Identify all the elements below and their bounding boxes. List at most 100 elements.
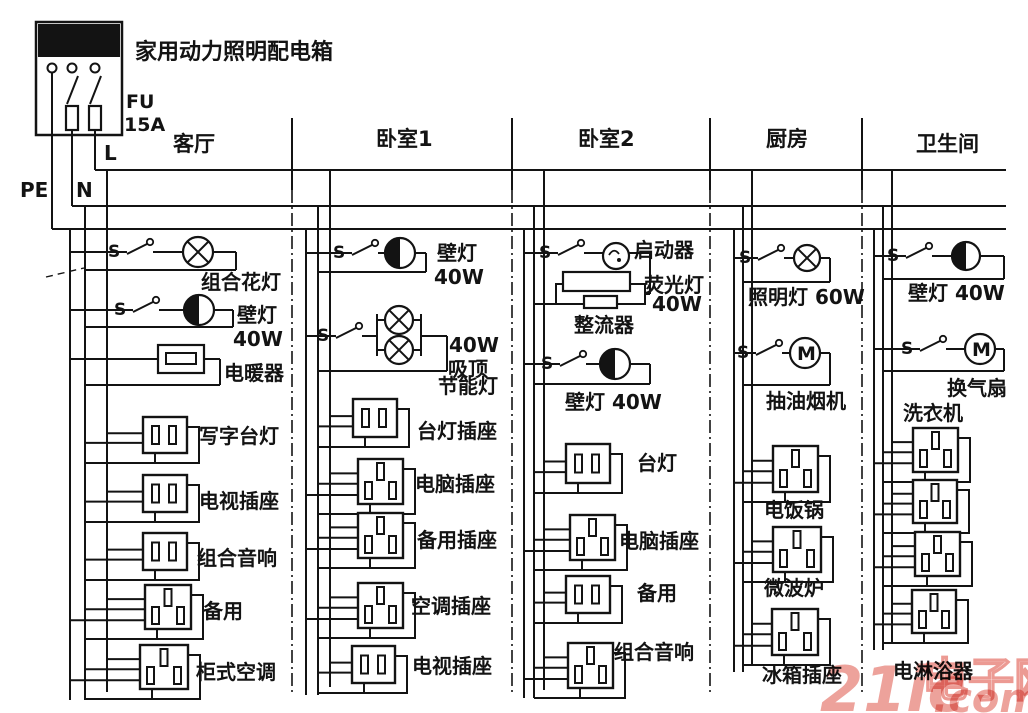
device-label: 40W	[652, 292, 702, 316]
socket-pin	[941, 610, 950, 629]
lamp-cross	[186, 240, 210, 264]
socket-pin	[918, 610, 927, 629]
switch-pivot	[924, 241, 934, 251]
device-label: 电视插座	[199, 489, 279, 513]
switch-blade	[126, 243, 148, 255]
socket-pin	[933, 535, 942, 554]
socket-pin	[792, 530, 802, 549]
device-socket3: 微波炉	[734, 525, 834, 600]
switch-pivot	[354, 321, 364, 331]
device-socket2: 台灯插座	[318, 397, 497, 448]
socket-pin	[598, 665, 607, 684]
socket-3pin-icon	[874, 426, 971, 483]
socket-pin	[942, 500, 951, 519]
device-label: 备用	[202, 599, 243, 623]
device-socket2: 台灯	[534, 442, 677, 494]
device-socket3: 柜式空调	[70, 643, 276, 700]
bus-lines	[52, 169, 1006, 230]
switch-blade	[919, 340, 941, 352]
device-label: 组合花灯	[201, 270, 281, 294]
motor-icon: M	[963, 332, 997, 366]
device-socket3: 电脑插座	[306, 457, 495, 515]
device-label: 台灯	[637, 451, 677, 475]
lamp-cross	[388, 339, 410, 361]
switch-pivot	[145, 237, 155, 247]
room-header: 厨房	[766, 127, 808, 151]
socket-pin	[790, 612, 800, 631]
socket-3pin-icon	[524, 513, 628, 571]
device-label: 整流器	[573, 313, 635, 337]
socket-pin	[176, 606, 185, 625]
switch-pivot	[776, 243, 786, 253]
switch-s-label: S	[541, 354, 553, 374]
socket-box	[141, 531, 189, 572]
switch-pivot	[370, 238, 380, 248]
socket-pin	[168, 541, 177, 562]
device-label: 启动器	[634, 238, 695, 262]
starter-icon	[601, 241, 631, 271]
socket-2pin-icon	[318, 644, 408, 694]
device-label: 组合音响	[197, 546, 277, 570]
wall-lamp-half-fill	[600, 349, 615, 379]
socket-pin	[921, 553, 930, 572]
device-label: 电视插座	[412, 654, 492, 678]
panel-title: 家用动力照明配电箱	[135, 39, 333, 65]
device-label: 组合音响	[614, 640, 694, 664]
lamp-cross	[797, 248, 817, 268]
fuse-label: FU	[126, 91, 154, 113]
device-label: 写字台灯	[199, 424, 279, 448]
device-socket3	[874, 478, 970, 534]
device-socket3: 空调插座	[306, 581, 491, 639]
device-label: 壁灯	[237, 303, 277, 327]
device-label: 电脑插座	[415, 472, 495, 496]
heater-element	[165, 352, 197, 365]
device-label: 备用插座	[416, 528, 497, 552]
socket-2pin-icon	[85, 473, 200, 523]
socket-3pin-icon	[524, 641, 626, 699]
switch-s-label: S	[739, 248, 751, 268]
knife-blade-icon	[66, 75, 79, 105]
socket-pin	[163, 588, 173, 607]
device-socket2: 备用	[534, 574, 677, 624]
wall-lamp-half-fill	[385, 238, 400, 268]
switch-icon: S	[317, 321, 364, 346]
socket-pin	[945, 553, 954, 572]
socket-3pin-icon	[306, 581, 416, 639]
terminal-icon	[46, 62, 58, 74]
socket-pin	[591, 584, 600, 605]
socket-pin	[588, 518, 597, 537]
socket-pin	[151, 483, 160, 504]
socket-pin	[919, 500, 928, 519]
socket-pin	[376, 586, 385, 605]
socket-box	[141, 473, 189, 514]
device-socket3: 组合音响	[524, 640, 694, 699]
socket-pin	[378, 408, 387, 428]
socket-box	[564, 574, 612, 615]
socket-2pin-icon	[534, 442, 623, 494]
device-label: 洗衣机	[903, 401, 963, 425]
switch-blade	[335, 327, 357, 339]
device-label: 40W	[434, 265, 484, 289]
switch-pivot	[774, 338, 784, 348]
switch-icon: S	[739, 243, 786, 268]
switch-s-label: S	[317, 326, 329, 346]
device-socket3	[874, 426, 971, 483]
socket-pin	[146, 666, 155, 685]
device-label: 壁灯 40W	[908, 281, 1005, 305]
socket-3pin-icon	[306, 511, 416, 569]
switch-s-label: S	[108, 242, 120, 262]
socket-pin	[586, 646, 595, 665]
device-label: 电暖器	[224, 361, 285, 385]
device-label: 40W	[233, 327, 283, 351]
device-label: 空调插座	[411, 594, 491, 618]
device-label: 冰箱插座	[762, 663, 842, 687]
motor-icon: M	[788, 336, 822, 370]
